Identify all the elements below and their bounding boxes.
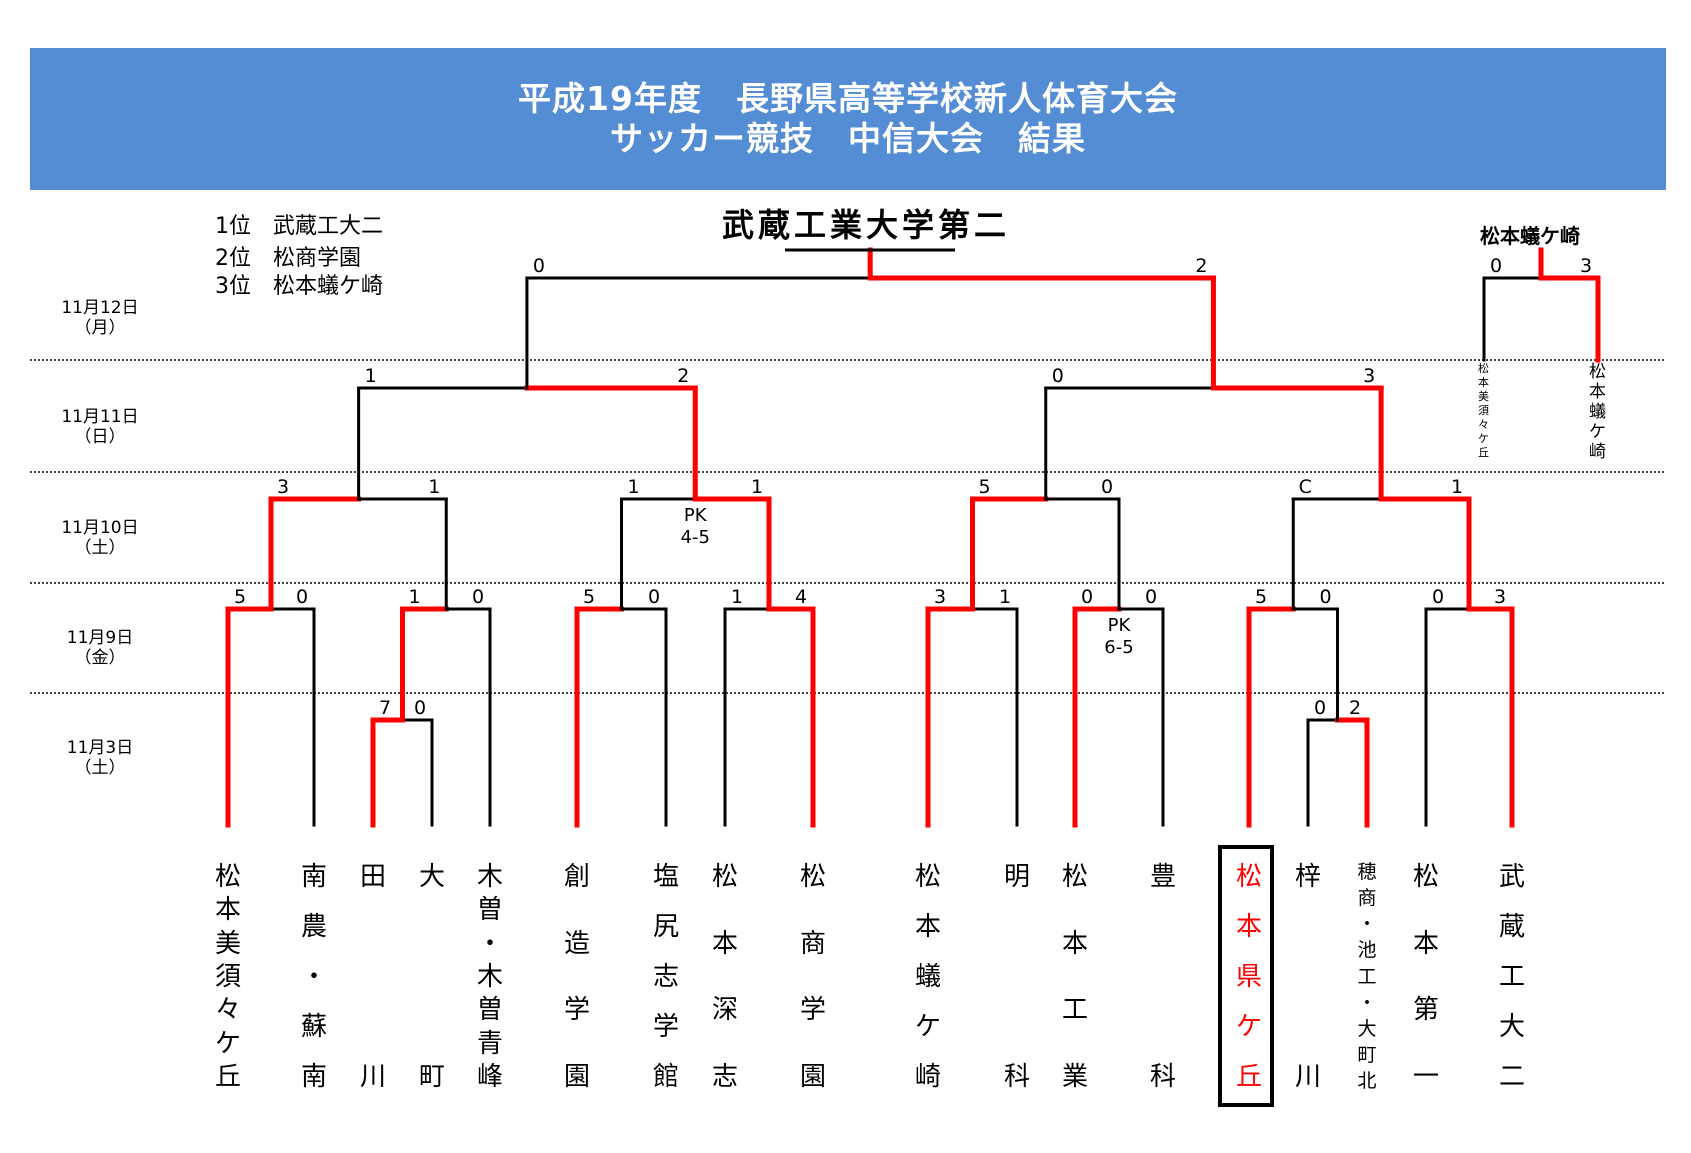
third-place-left-team: 松本美須々ケ丘 <box>1478 362 1489 459</box>
team-14: 松本県ケ丘 <box>1235 862 1262 1092</box>
title-banner: 平成19年度 長野県高等学校新人体育大会 サッカー競技 中信大会 結果 <box>30 48 1666 190</box>
score-right: 2 <box>1195 255 1207 277</box>
score-left: 0 <box>1314 697 1326 719</box>
score-left: 0 <box>1432 586 1444 608</box>
score-left: 1 <box>731 586 743 608</box>
score-left: 7 <box>379 697 391 719</box>
date-label-quarterfinal: 11月10日（土） <box>61 518 139 558</box>
title-line-2: サッカー競技 中信大会 結果 <box>610 119 1086 158</box>
third-place-right-team: 松本蟻ケ崎 <box>1589 362 1606 462</box>
team-15: 梓川 <box>1294 862 1321 1092</box>
team-17: 松本第一 <box>1412 862 1439 1092</box>
team-6: 創造学園 <box>563 862 590 1092</box>
score-left: 5 <box>583 586 595 608</box>
score-left: 0 <box>1052 365 1064 387</box>
third-place-winner: 松本蟻ケ崎 <box>1480 224 1580 248</box>
pk-label: PK <box>1108 615 1132 636</box>
score-left: C <box>1299 476 1312 498</box>
score-left: 1 <box>408 586 420 608</box>
team-9: 松商学園 <box>799 862 826 1092</box>
score-left: 5 <box>234 586 246 608</box>
date-label-round2: 11月9日（金） <box>66 628 134 668</box>
score-right: 0 <box>414 697 426 719</box>
score-right: 0 <box>1145 586 1157 608</box>
highlight-box <box>1218 845 1274 1107</box>
score-right: 0 <box>472 586 484 608</box>
score-right: 2 <box>1349 697 1361 719</box>
team-11: 明科 <box>1003 862 1030 1092</box>
pk-score: 6-5 <box>1104 637 1133 658</box>
score-left: 1 <box>365 365 377 387</box>
score-right: 1 <box>428 476 440 498</box>
score-left: 0 <box>1081 586 1093 608</box>
team-4: 大町 <box>418 862 445 1092</box>
team-10: 松本蟻ケ崎 <box>914 862 941 1092</box>
team-5: 木曽・木曽青峰 <box>476 862 503 1092</box>
pk-label: PK <box>684 505 708 526</box>
score-right: 1 <box>751 476 763 498</box>
team-1: 松本美須々ケ丘 <box>214 862 241 1092</box>
date-label-round1: 11月3日（土） <box>66 738 134 778</box>
score-left: 5 <box>978 476 990 498</box>
champion-name: 武蔵工業大学第二 <box>722 206 1011 244</box>
ranking-2: 2位 松商学園 <box>215 246 362 271</box>
score-left: 3 <box>277 476 289 498</box>
team-16: 穂商・池工・大町北 <box>1357 861 1377 1092</box>
score-right: 3 <box>1494 586 1506 608</box>
score-right: 0 <box>296 586 308 608</box>
score-right: 4 <box>795 586 807 608</box>
team-12: 松本工業 <box>1061 862 1088 1092</box>
team-8: 松本深志 <box>711 862 738 1092</box>
team-18: 武蔵工大二 <box>1498 862 1525 1092</box>
team-3: 田川 <box>359 862 386 1092</box>
score-right: 0 <box>648 586 660 608</box>
score-left: 0 <box>533 255 545 277</box>
score-right: 1 <box>999 586 1011 608</box>
date-label-semifinal: 11月11日（日） <box>61 407 139 447</box>
score-right: 0 <box>1319 586 1331 608</box>
date-label-final: 11月12日（月） <box>61 298 139 338</box>
score-right: 3 <box>1363 365 1375 387</box>
ranking-1: 1位 武蔵工大二 <box>215 214 384 239</box>
score-right: 3 <box>1580 255 1592 277</box>
team-7: 塩尻志学館 <box>652 862 679 1092</box>
score-left: 0 <box>1490 255 1502 277</box>
score-left: 5 <box>1255 586 1267 608</box>
score-right: 2 <box>677 365 689 387</box>
pk-score: 4-5 <box>681 527 710 548</box>
team-13: 豊科 <box>1149 862 1176 1092</box>
team-2: 南農・蘇南 <box>300 862 327 1092</box>
score-right: 1 <box>1451 476 1463 498</box>
score-left: 1 <box>627 476 639 498</box>
title-line-1: 平成19年度 長野県高等学校新人体育大会 <box>518 79 1178 118</box>
ranking-3: 3位 松本蟻ケ崎 <box>215 274 384 299</box>
score-left: 3 <box>934 586 946 608</box>
score-right: 0 <box>1101 476 1113 498</box>
